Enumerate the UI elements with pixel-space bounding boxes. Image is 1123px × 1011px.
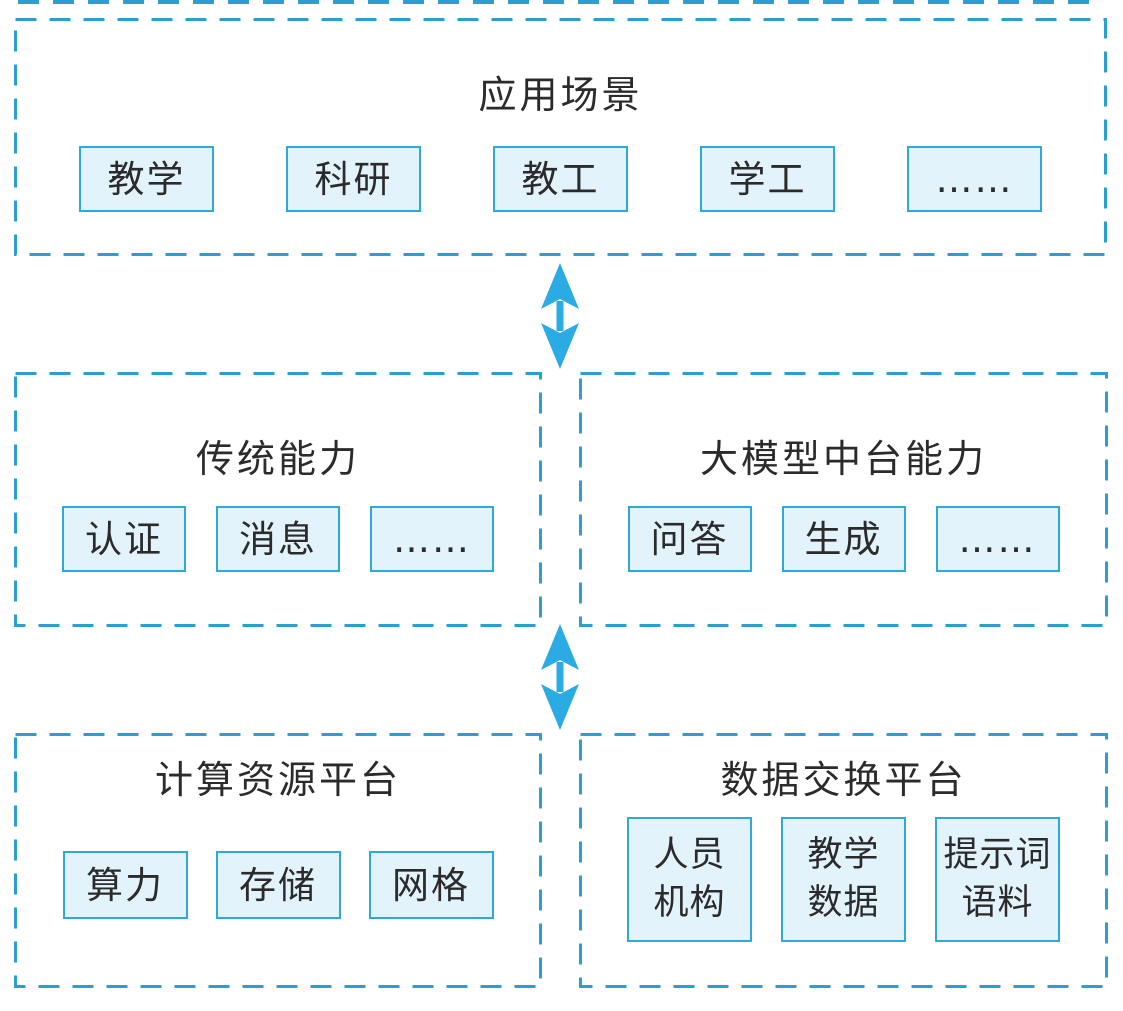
item-box: 人员 机构	[627, 817, 752, 942]
item-box: 科研	[286, 146, 421, 212]
item-box: 提示词 语料	[935, 817, 1060, 942]
item-box: 认证	[62, 506, 186, 572]
section-content: 应用场景 教学 科研 教工 学工 ……	[14, 18, 1107, 256]
item-box: 教学 数据	[781, 817, 906, 942]
item-box: 生成	[781, 506, 906, 572]
item-box: 教工	[493, 146, 628, 212]
item-box: 问答	[627, 506, 752, 572]
box-row: 问答 生成 ……	[627, 506, 1060, 572]
item-box: ……	[935, 506, 1060, 572]
box-row: 教学 科研 教工 学工 ……	[79, 146, 1042, 212]
section-computing-resource-platform: 计算资源平台 算力 存储 网格	[14, 733, 542, 988]
clipped-dashed-line	[18, 0, 1103, 4]
box-row: 算力 存储 网格	[62, 851, 494, 919]
double-arrow-icon	[541, 624, 579, 730]
section-title: 数据交换平台	[720, 758, 967, 802]
section-data-exchange-platform: 数据交换平台 人员 机构 教学 数据 提示词 语料	[579, 733, 1108, 988]
section-traditional-capabilities: 传统能力 认证 消息 ……	[14, 372, 542, 627]
item-box: 算力	[62, 851, 188, 919]
item-box: 教学	[79, 146, 214, 212]
item-box: 学工	[700, 146, 835, 212]
item-box: 网格	[368, 851, 494, 919]
section-title: 大模型中台能力	[699, 437, 987, 481]
section-content: 大模型中台能力 问答 生成 ……	[579, 372, 1108, 627]
item-box: ……	[370, 506, 494, 572]
section-title: 应用场景	[478, 73, 643, 117]
box-row: 人员 机构 教学 数据 提示词 语料	[627, 817, 1060, 942]
section-content: 数据交换平台 人员 机构 教学 数据 提示词 语料	[579, 733, 1108, 988]
section-title: 传统能力	[195, 437, 360, 481]
double-arrow-icon	[541, 263, 579, 369]
section-llm-platform-capabilities: 大模型中台能力 问答 生成 ……	[579, 372, 1108, 627]
section-application-scenarios: 应用场景 教学 科研 教工 学工 ……	[14, 18, 1107, 256]
item-box: 存储	[215, 851, 341, 919]
item-box: ……	[907, 146, 1042, 212]
box-row: 认证 消息 ……	[62, 506, 494, 572]
section-content: 计算资源平台 算力 存储 网格	[14, 733, 542, 988]
item-box: 消息	[216, 506, 340, 572]
section-title: 计算资源平台	[154, 758, 401, 802]
section-content: 传统能力 认证 消息 ……	[14, 372, 542, 627]
